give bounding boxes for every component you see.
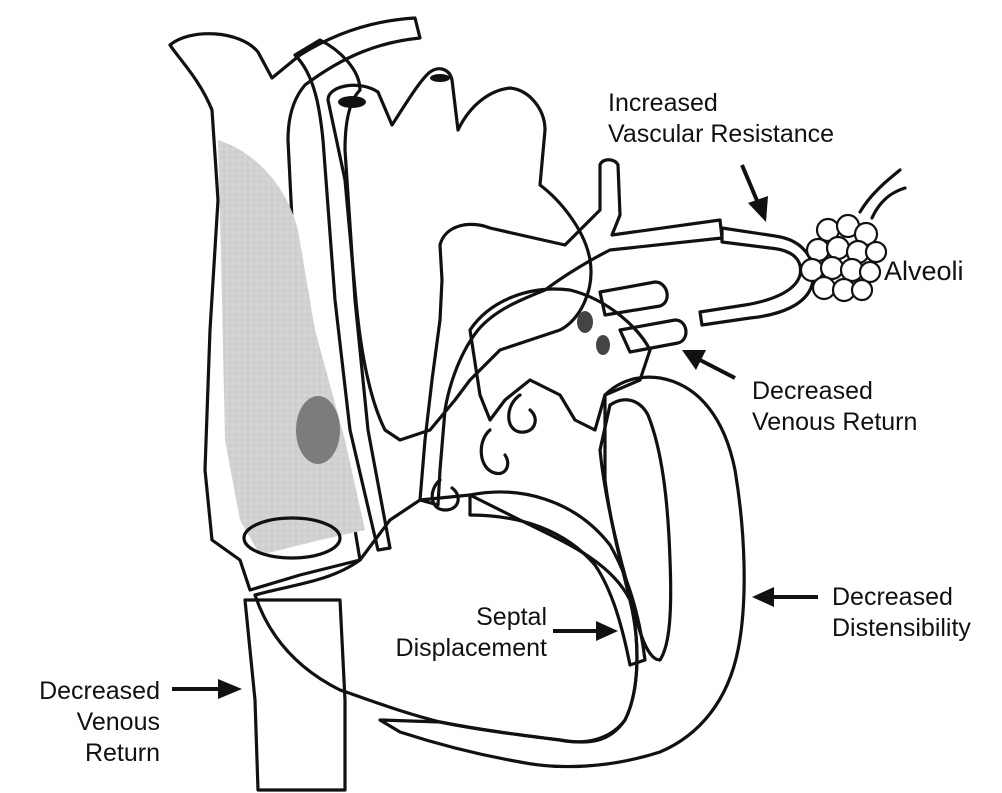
arrow-venous-return-right [682, 350, 735, 378]
left-ventricle-wall [380, 377, 744, 766]
left-atrium [470, 289, 650, 430]
label-venous-return-left-line3: Return [10, 738, 160, 769]
label-vascular-resistance-line2: Vascular Resistance [608, 119, 834, 150]
label-venous-return-left-line1: Decreased [10, 676, 160, 707]
pulmonary-valve-loop [509, 395, 535, 432]
fossa-ovalis [296, 396, 340, 464]
label-septal-displacement: Septal Displacement [365, 602, 547, 664]
label-septal-displacement-line2: Displacement [365, 633, 547, 664]
alveoli-cluster [801, 215, 886, 301]
label-vascular-resistance: Increased Vascular Resistance [608, 88, 834, 150]
pulmonary-vein-upper [600, 282, 667, 315]
aortic-arch [328, 69, 591, 440]
arrow-venous-return-left [172, 679, 242, 699]
inferior-vena-cava [245, 600, 345, 790]
vessel-opening-1 [338, 96, 366, 108]
tricuspid-valve-loop [481, 430, 508, 474]
arrow-septal-displacement [553, 621, 618, 641]
label-distensibility-line1: Decreased [832, 582, 971, 613]
label-venous-return-left: Decreased Venous Return [10, 676, 160, 769]
label-venous-return-right-line2: Venous Return [752, 407, 917, 438]
vessel-opening-2 [430, 74, 450, 82]
pulmonary-artery [420, 160, 722, 505]
left-ventricle [600, 400, 671, 660]
arrow-vascular-resistance [742, 165, 768, 222]
pulmonary-capillary [700, 228, 813, 325]
arrow-distensibility [752, 587, 818, 607]
label-distensibility: Decreased Distensibility [832, 582, 971, 644]
label-venous-return-right: Decreased Venous Return [752, 376, 917, 438]
pulmonary-vein-opening-2 [596, 335, 610, 355]
label-venous-return-right-line1: Decreased [752, 376, 917, 407]
label-septal-displacement-line1: Septal [365, 602, 547, 633]
pulmonary-vein-opening-1 [577, 311, 593, 333]
label-distensibility-line2: Distensibility [832, 613, 971, 644]
label-vascular-resistance-line1: Increased [608, 88, 834, 119]
label-venous-return-left-line2: Venous [10, 707, 160, 738]
label-alveoli: Alveoli [884, 256, 964, 287]
